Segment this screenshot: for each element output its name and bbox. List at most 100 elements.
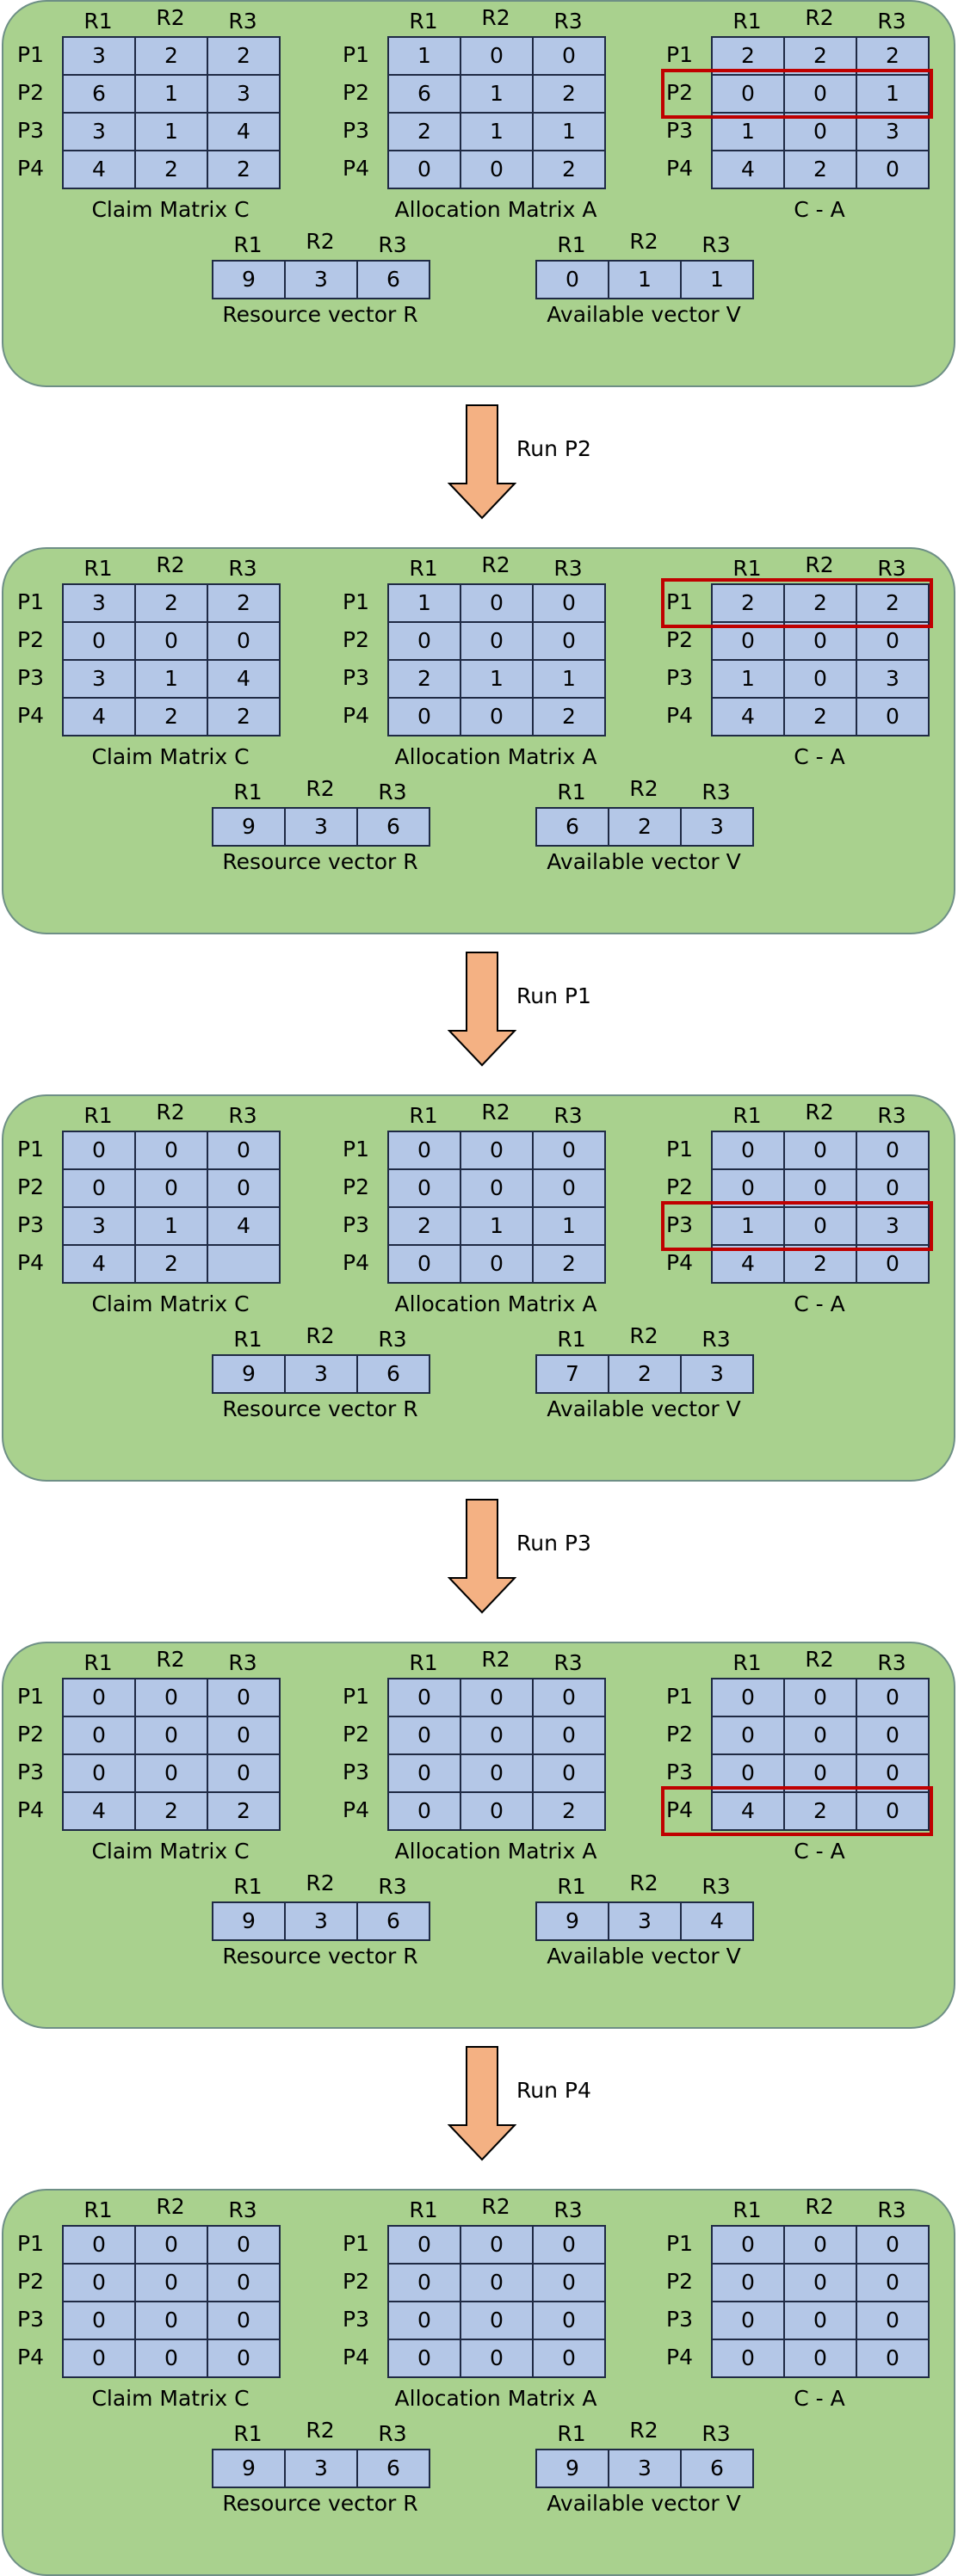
need-matrix-row-label: P2 — [666, 80, 693, 105]
need-matrix-cell: 0 — [857, 623, 930, 661]
available-vector-caption: Available vector V — [547, 849, 741, 874]
allocation-matrix-cell: 0 — [389, 1755, 461, 1793]
need-matrix-caption: C - A — [794, 744, 845, 769]
claim-matrix-cell: 4 — [208, 1208, 281, 1246]
allocation-matrix-cell: 0 — [389, 2340, 461, 2378]
allocation-matrix-col-label: R1 — [409, 2197, 438, 2222]
need-matrix-cell: 0 — [785, 623, 857, 661]
down-arrow-icon — [448, 1499, 516, 1614]
allocation-matrix-caption: Allocation Matrix A — [394, 2386, 597, 2411]
resource-vector-col-label: R3 — [378, 1327, 407, 1352]
allocation-matrix-cell: 0 — [534, 585, 606, 623]
resource-vector-cell: 3 — [286, 1903, 358, 1941]
resource-vector-cell: 9 — [213, 1356, 286, 1394]
resource-vector-col-label: R2 — [306, 776, 335, 801]
claim-matrix-caption: Claim Matrix C — [91, 197, 250, 222]
need-matrix-cell: 0 — [785, 114, 857, 151]
claim-matrix-col-label: R3 — [228, 2197, 257, 2222]
resource-vector-col-label: R2 — [306, 229, 335, 254]
allocation-matrix-cell: 2 — [389, 1208, 461, 1246]
claim-matrix-row-label: P3 — [17, 665, 44, 690]
allocation-matrix-cell: 0 — [389, 2265, 461, 2302]
available-vector-cell: 6 — [682, 2450, 754, 2488]
need-matrix-cell: 0 — [785, 1132, 857, 1170]
resource-vector-caption: Resource vector R — [222, 302, 418, 327]
available-vector-cell: 3 — [682, 1356, 754, 1394]
claim-matrix-cell: 0 — [136, 1755, 208, 1793]
allocation-matrix-cell: 1 — [461, 1208, 534, 1246]
available-vector-cell: 6 — [537, 809, 609, 847]
resource-vector-cell: 9 — [213, 1903, 286, 1941]
need-matrix-col-label: R1 — [732, 556, 762, 581]
allocation-matrix-col-label: R2 — [481, 1100, 510, 1125]
resource-vector-cell: 9 — [213, 2450, 286, 2488]
claim-matrix-cell: 2 — [208, 585, 281, 623]
claim-matrix-cell: 1 — [136, 76, 208, 114]
need-matrix-caption: C - A — [794, 1839, 845, 1864]
need-matrix-caption: C - A — [794, 2386, 845, 2411]
need-matrix-row-label: P2 — [666, 1722, 693, 1747]
need-matrix-cell: 0 — [785, 661, 857, 699]
allocation-matrix-cell: 1 — [534, 114, 606, 151]
allocation-matrix-caption: Allocation Matrix A — [394, 1839, 597, 1864]
allocation-matrix-cell: 0 — [461, 1717, 534, 1755]
claim-matrix-cell: 1 — [136, 1208, 208, 1246]
available-vector-cell: 2 — [609, 809, 682, 847]
resource-vector-cell: 9 — [213, 809, 286, 847]
claim-matrix-cell: 0 — [136, 623, 208, 661]
selected-process-highlight — [661, 1786, 933, 1836]
need-matrix-cell: 0 — [785, 1208, 857, 1246]
resource-vector-cell: 6 — [358, 262, 430, 299]
allocation-matrix-cell: 0 — [534, 1170, 606, 1208]
claim-matrix-cell: 0 — [208, 2340, 281, 2378]
allocation-matrix-cell: 1 — [461, 114, 534, 151]
available-vector-col-label: R1 — [557, 1327, 586, 1352]
claim-matrix-cell: 0 — [136, 2302, 208, 2340]
allocation-matrix-cell: 0 — [461, 2227, 534, 2265]
need-matrix-cell: 3 — [857, 114, 930, 151]
need-matrix-col-label: R3 — [877, 2197, 906, 2222]
claim-matrix-cell: 2 — [136, 585, 208, 623]
need-matrix-row-label: P3 — [666, 665, 693, 690]
need-matrix-col-label: R1 — [732, 1103, 762, 1128]
need-matrix-cell: 2 — [785, 1793, 857, 1831]
need-matrix-row-label: P3 — [666, 118, 693, 143]
claim-matrix-col-label: R3 — [228, 1650, 257, 1675]
selected-process-highlight — [661, 578, 933, 628]
resource-vector-caption: Resource vector R — [222, 849, 418, 874]
allocation-matrix-col-label: R3 — [553, 556, 583, 581]
claim-matrix-col-label: R1 — [83, 2197, 113, 2222]
need-matrix-col-label: R2 — [805, 2194, 834, 2219]
allocation-matrix-col-label: R2 — [481, 5, 510, 30]
need-matrix-col-label: R2 — [805, 552, 834, 577]
allocation-matrix-row-label: P1 — [343, 589, 369, 614]
allocation-matrix-col-label: R3 — [553, 2197, 583, 2222]
need-matrix-cell: 4 — [713, 151, 785, 189]
allocation-matrix-row-label: P4 — [343, 1797, 369, 1822]
allocation-matrix-cell: 0 — [534, 623, 606, 661]
claim-matrix-cell: 1 — [136, 661, 208, 699]
claim-matrix-cell: 0 — [64, 1717, 136, 1755]
need-matrix-cell: 4 — [713, 1793, 785, 1831]
allocation-matrix-col-label: R2 — [481, 552, 510, 577]
allocation-matrix-row-label: P1 — [343, 42, 369, 67]
need-matrix-cell: 2 — [785, 585, 857, 623]
need-matrix-caption: C - A — [794, 1291, 845, 1316]
claim-matrix-cell: 0 — [136, 2340, 208, 2378]
available-vector-col-label: R2 — [629, 229, 658, 254]
available-vector-col-label: R3 — [702, 1327, 731, 1352]
need-matrix-col-label: R2 — [805, 5, 834, 30]
available-vector-cell: 7 — [537, 1356, 609, 1394]
available-vector-cell: 0 — [537, 262, 609, 299]
allocation-matrix-cell: 0 — [461, 585, 534, 623]
need-matrix-cell: 0 — [857, 2340, 930, 2378]
claim-matrix-cell: 0 — [136, 1717, 208, 1755]
allocation-matrix-cell: 0 — [534, 2302, 606, 2340]
